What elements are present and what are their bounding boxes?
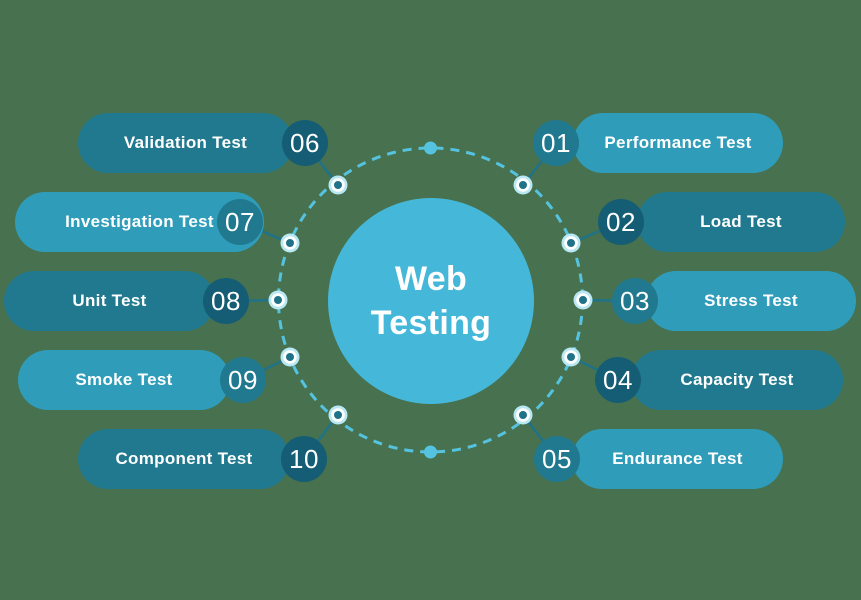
pill-label: Investigation Test <box>65 212 214 231</box>
pill-endurance-test[interactable]: Endurance Test <box>572 429 783 489</box>
pill-validation-test[interactable]: Validation Test <box>78 113 293 173</box>
item-endurance-test[interactable]: Endurance Test 05 <box>534 429 783 489</box>
number-badge-06: 06 <box>282 120 328 166</box>
pill-label: Load Test <box>700 212 782 231</box>
number-badge-02: 02 <box>598 199 644 245</box>
number-badge-04: 04 <box>595 357 641 403</box>
node-center-dot <box>334 181 342 189</box>
diagram-title-line1: Web <box>394 260 468 298</box>
diagram-title: Web Testing <box>371 257 491 345</box>
item-stress-test[interactable]: Stress Test 03 <box>612 271 856 331</box>
pill-label: Smoke Test <box>75 370 173 389</box>
pill-label: Stress Test <box>704 291 798 310</box>
item-component-test[interactable]: Component Test 10 <box>78 429 327 489</box>
pill-label: Validation Test <box>123 133 248 152</box>
node-center-dot <box>579 296 587 304</box>
item-investigation-test[interactable]: Investigation Test 07 <box>15 192 264 252</box>
pill-load-test[interactable]: Load Test <box>637 192 845 252</box>
pill-unit-test[interactable]: Unit Test <box>4 271 215 331</box>
number-badge-09: 09 <box>220 357 266 403</box>
item-performance-test[interactable]: Performance Test 01 <box>533 113 783 173</box>
diagram-title-line2: Testing <box>370 304 492 342</box>
node-center-dot <box>286 353 294 361</box>
number-badge-08: 08 <box>203 278 249 324</box>
pill-component-test[interactable]: Component Test <box>78 429 290 489</box>
item-unit-test[interactable]: Unit Test 08 <box>4 271 249 331</box>
node-center-dot <box>334 411 342 419</box>
center-circle: Web Testing <box>328 198 534 404</box>
item-smoke-test[interactable]: Smoke Test 09 <box>18 350 266 410</box>
number-badge-10: 10 <box>281 436 327 482</box>
pill-label: Component Test <box>115 449 253 468</box>
pill-label: Performance Test <box>604 133 752 152</box>
pill-smoke-test[interactable]: Smoke Test <box>18 350 230 410</box>
node-center-dot <box>567 239 575 247</box>
pill-capacity-test[interactable]: Capacity Test <box>631 350 843 410</box>
item-load-test[interactable]: Load Test 02 <box>598 192 845 252</box>
ring-dot <box>424 141 437 155</box>
item-validation-test[interactable]: Validation Test 06 <box>78 113 328 173</box>
number-badge-05: 05 <box>534 436 580 482</box>
pill-label: Endurance Test <box>612 449 743 468</box>
pill-label: Unit Test <box>72 291 147 310</box>
pill-stress-test[interactable]: Stress Test <box>646 271 856 331</box>
node-center-dot <box>519 411 527 419</box>
number-badge-07: 07 <box>217 199 263 245</box>
node-center-dot <box>274 296 282 304</box>
pill-performance-test[interactable]: Performance Test <box>573 113 783 173</box>
node-center-dot <box>567 353 575 361</box>
ring-dot <box>424 445 437 459</box>
node-center-dot <box>286 239 294 247</box>
number-badge-03: 03 <box>612 278 658 324</box>
item-capacity-test[interactable]: Capacity Test 04 <box>595 350 843 410</box>
pill-label: Capacity Test <box>680 370 794 389</box>
node-center-dot <box>519 181 527 189</box>
number-badge-01: 01 <box>533 120 579 166</box>
